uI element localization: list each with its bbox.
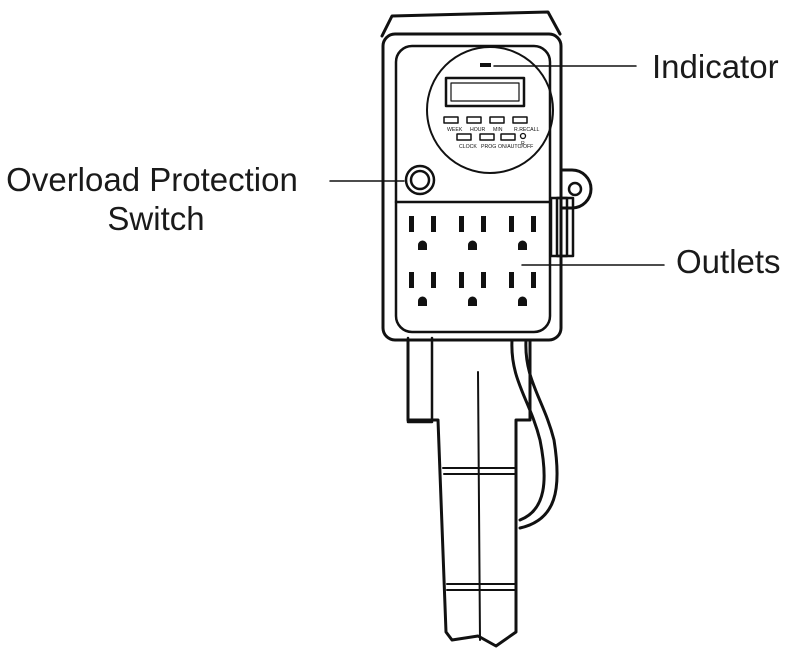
outlet-ground-hole [418,296,427,306]
min-label: MIN [493,127,503,133]
hour-button[interactable] [466,116,482,124]
outlet-slot [409,216,414,232]
outlet-slot [431,272,436,288]
outlet-slot [531,272,536,288]
outlet-slot [481,216,486,232]
timer-dial: WEEK HOUR MIN R.RECALL R CLOCK PROG ON/A… [426,46,554,174]
reset-label: R [521,141,525,147]
outlet-ground-hole [418,240,427,250]
timer-housing [380,10,593,342]
outlet-slot [459,216,464,232]
indicator-callout: Indicator [652,48,779,85]
outlet[interactable] [509,216,536,250]
outlet[interactable] [509,272,536,306]
prog-label: PROG [481,144,496,150]
on-auto-off-button[interactable] [500,133,516,141]
outlet[interactable] [409,272,436,306]
outlet-ground-hole [468,296,477,306]
outlets-callout: Outlets [676,243,781,280]
outlet-slot [531,216,536,232]
recall-button[interactable] [512,116,528,124]
on-auto-off-label: ON/AUTO/OFF [498,144,533,150]
indicator-led [480,63,491,67]
outlet-ground-hole [518,240,527,250]
min-button[interactable] [489,116,505,124]
overload-callout-line1: Overload Protection [6,161,298,198]
clock-label: CLOCK [459,144,477,150]
week-button[interactable] [443,116,459,124]
reset-button[interactable] [519,132,527,140]
outlet-ground-hole [468,240,477,250]
overload-callout-line2: Switch [107,200,204,237]
lcd-screen [444,76,526,108]
clock-button[interactable] [456,133,472,141]
outlets [409,216,536,306]
outlet-slot [509,272,514,288]
outlet[interactable] [459,272,486,306]
outlet-slot [431,216,436,232]
overload-switch[interactable] [404,164,436,196]
outlet-slot [509,216,514,232]
hour-label: HOUR [470,127,486,133]
outlet-slot [481,272,486,288]
outlet[interactable] [409,216,436,250]
outlet-slot [459,272,464,288]
outlet-slot [409,272,414,288]
outlet[interactable] [459,216,486,250]
callout-lines [329,65,665,266]
outlet-ground-hole [518,296,527,306]
recall-label: R.RECALL [514,127,539,133]
week-label: WEEK [447,127,463,133]
power-cord [406,336,559,648]
prog-button[interactable] [479,133,495,141]
